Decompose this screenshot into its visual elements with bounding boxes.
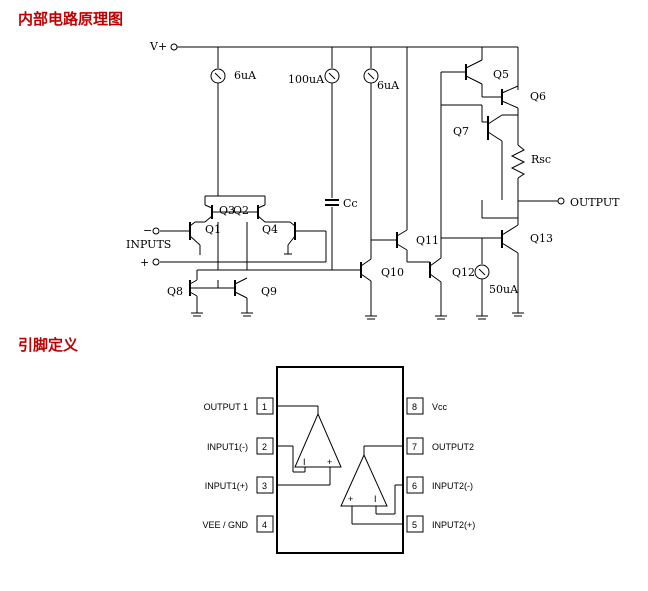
capacitor-cc-label: Cc (343, 197, 358, 210)
pin-box-6 (406, 476, 424, 494)
pin-diagram: 1 2 3 4 OUTPUT 1 INPUT1(-) INPUT1(+) VEE… (202, 366, 475, 554)
inverting-input-terminal (152, 227, 160, 235)
current-source-1-label: 6uA (234, 69, 257, 82)
opamp-2 (340, 453, 388, 507)
current-source-2-label: 100uA (288, 73, 325, 86)
rsc-label: Rsc (531, 153, 551, 166)
opamp-1-noninverting: + (327, 457, 332, 467)
output-terminal (557, 197, 565, 205)
vplus-terminal (170, 43, 178, 51)
pin-label-8: Vcc (432, 402, 448, 412)
minus-label: − (143, 224, 152, 237)
ic-package (276, 366, 404, 554)
q13-label: Q13 (530, 232, 553, 245)
pin-num-4: 4 (262, 520, 267, 530)
current-source-3-label: 6uA (377, 79, 400, 92)
q11-label: Q11 (416, 234, 439, 247)
pin-label-5: INPUT2(+) (432, 520, 475, 530)
pin-label-3: INPUT1(+) (205, 481, 248, 491)
q5-label: Q5 (493, 68, 509, 81)
pin-label-1: OUTPUT 1 (204, 402, 248, 412)
resistor-rsc (510, 144, 526, 179)
opamp-1-inverting: I (303, 457, 306, 467)
pin-box-1 (256, 397, 274, 415)
q8-label: Q8 (167, 285, 183, 298)
pin-num-5: 5 (412, 520, 417, 530)
q2-label: Q2 (233, 204, 249, 217)
pin-box-3 (256, 476, 274, 494)
circuit-heading: 内部电路原理图 (18, 10, 124, 28)
opamp-1 (294, 412, 342, 468)
q7-label: Q7 (453, 125, 469, 138)
q1-label: Q1 (205, 223, 221, 236)
vplus-label: V+ (149, 40, 167, 53)
pin-label-4: VEE / GND (202, 520, 248, 530)
pin-box-5 (406, 515, 424, 533)
pin-box-8 (406, 397, 424, 415)
current-source-4-label: 50uA (489, 283, 519, 296)
q6-label: Q6 (530, 90, 546, 103)
pin-box-7 (406, 437, 424, 455)
pin-num-2: 2 (262, 442, 267, 452)
output-label: OUTPUT (570, 196, 620, 209)
pin-box-2 (256, 437, 274, 455)
plus-label: + (140, 256, 149, 269)
pin-box-4 (256, 515, 274, 533)
q9-label: Q9 (261, 285, 277, 298)
pin-num-8: 8 (412, 402, 417, 412)
q10-label: Q10 (381, 266, 404, 279)
pin-num-1: 1 (262, 402, 267, 412)
noninverting-input-terminal (152, 258, 160, 266)
opamp-2-inverting: I (374, 494, 377, 504)
pin-num-6: 6 (412, 481, 417, 491)
opamp-2-noninverting: + (348, 494, 353, 504)
pin-definition-heading: 引脚定义 (18, 336, 79, 354)
pin-label-7: OUTPUT2 (432, 442, 474, 452)
inputs-label: INPUTS (126, 238, 171, 251)
pin-num-7: 7 (412, 442, 417, 452)
q3-label: Q3 (219, 204, 235, 217)
q4-label: Q4 (262, 223, 278, 236)
pin-label-6: INPUT2(-) (432, 481, 473, 491)
pin-label-2: INPUT1(-) (207, 442, 248, 452)
pin-num-3: 3 (262, 481, 267, 491)
circuit-schematic: V+ 6uA 100uA Cc 6uA (126, 40, 620, 320)
q12-label: Q12 (452, 266, 475, 279)
